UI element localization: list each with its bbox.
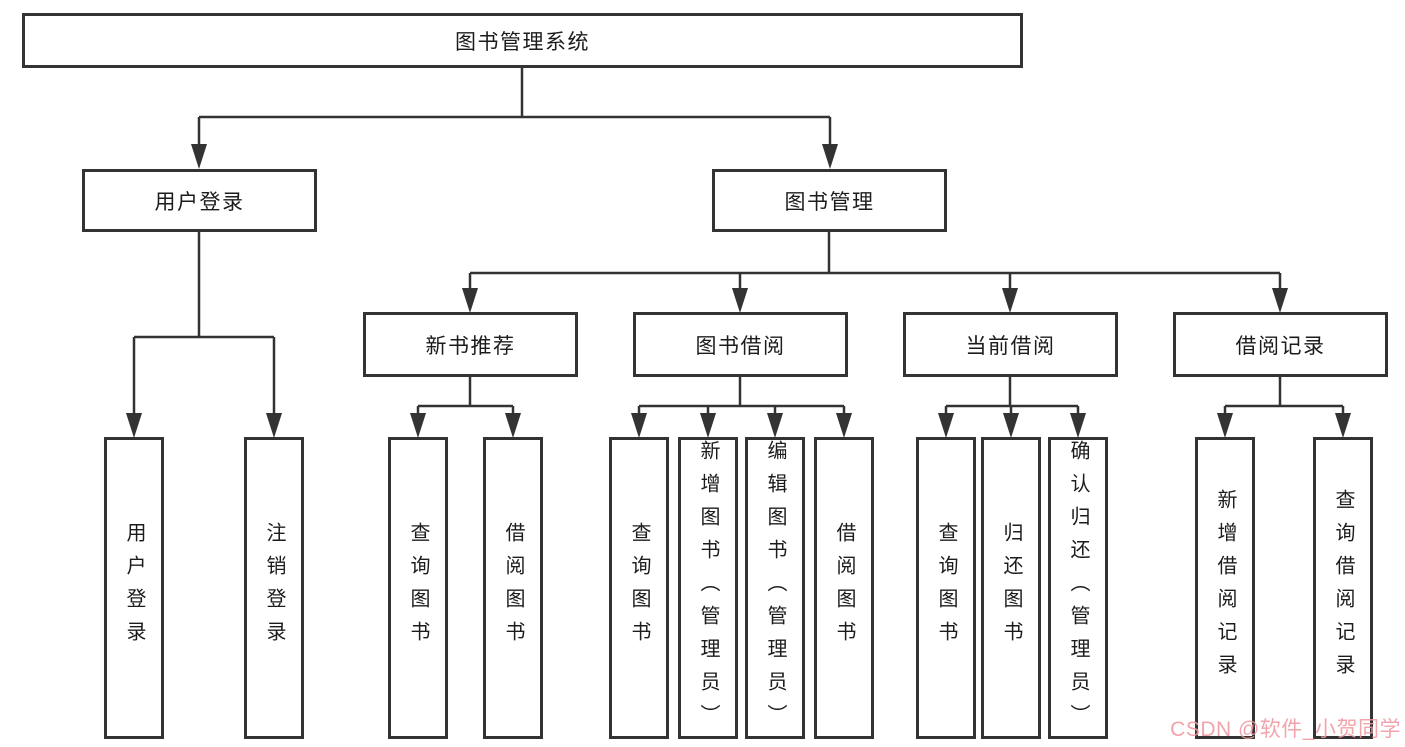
leaf-records-add-record: 新增借阅记录 <box>1195 437 1255 739</box>
leaf-recommend-borrow-book: 借阅图书 <box>483 437 543 739</box>
leaf-borrow-borrow-book: 借阅图书 <box>814 437 874 739</box>
node-borrow-records: 借阅记录 <box>1173 312 1388 377</box>
leaf-borrow-query-book: 查询图书 <box>609 437 669 739</box>
leaf-borrow-edit-book-admin: 编辑图书（管理员） <box>745 437 805 739</box>
leaf-recommend-query-book: 查询图书 <box>388 437 448 739</box>
node-current-borrow: 当前借阅 <box>903 312 1118 377</box>
leaf-current-query-book: 查询图书 <box>916 437 976 739</box>
node-book-borrow: 图书借阅 <box>633 312 848 377</box>
leaf-records-query-record: 查询借阅记录 <box>1313 437 1373 739</box>
leaf-current-return-book: 归还图书 <box>981 437 1041 739</box>
leaf-user-login: 用户登录 <box>104 437 164 739</box>
leaf-current-confirm-return-admin: 确认归还（管理员） <box>1048 437 1108 739</box>
node-new-book-recommend: 新书推荐 <box>363 312 578 377</box>
leaf-borrow-add-book-admin: 新增图书（管理员） <box>678 437 738 739</box>
leaf-logout: 注销登录 <box>244 437 304 739</box>
watermark-text: CSDN @软件_小贺同学 <box>1170 718 1401 741</box>
node-user-login: 用户登录 <box>82 169 317 232</box>
node-system-root: 图书管理系统 <box>22 13 1023 68</box>
node-book-management: 图书管理 <box>712 169 947 232</box>
